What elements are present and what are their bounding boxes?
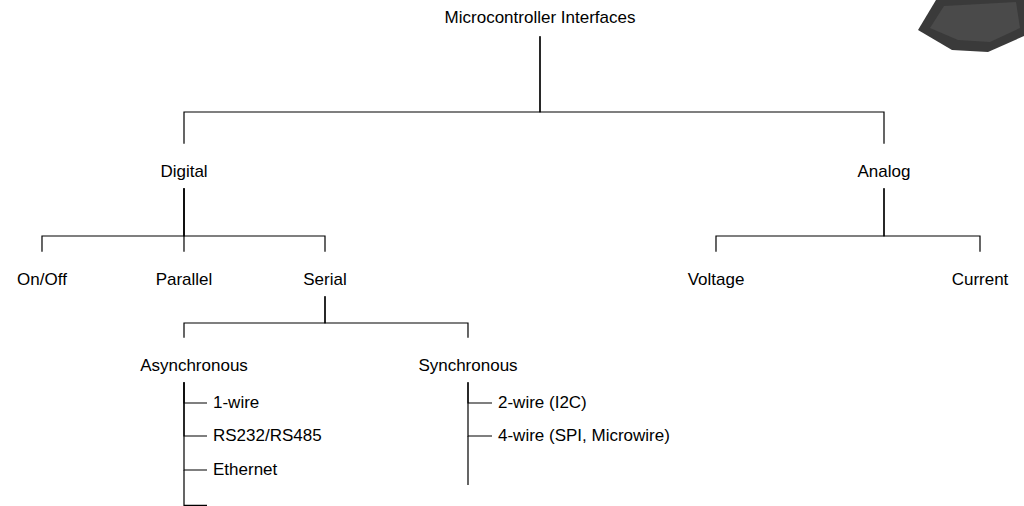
tree-line-stub [184, 436, 468, 506]
tree-node: Current [948, 252, 1013, 296]
node-label: Current [952, 270, 1009, 290]
tree-connector [325, 296, 468, 338]
chip-illustration [918, 0, 1024, 52]
tree-node: Serial [299, 252, 350, 296]
node-label: Analog [858, 162, 911, 182]
node-label: Serial [303, 270, 346, 290]
tree-node: Synchronous [414, 338, 521, 382]
tree-connector [184, 188, 325, 252]
tree-connector [884, 188, 980, 252]
tree-node: 2-wire (I2C) [492, 391, 591, 415]
tree-connector [184, 36, 540, 144]
node-label: 1-wire [213, 393, 259, 413]
node-label: Parallel [156, 270, 213, 290]
tree-node: Asynchronous [136, 338, 252, 382]
tree-connector [468, 382, 492, 403]
node-label: Digital [160, 162, 207, 182]
node-label: On/Off [17, 270, 67, 290]
node-label: Microcontroller Interfaces [445, 8, 636, 28]
tree-node: 4-wire (SPI, Microwire) [492, 424, 674, 448]
node-label: Voltage [688, 270, 745, 290]
node-label: Asynchronous [140, 356, 248, 376]
node-label: 4-wire (SPI, Microwire) [498, 426, 670, 446]
tree-node: 1-wire [207, 391, 263, 415]
node-label: Ethernet [213, 460, 277, 480]
tree-node: Parallel [152, 252, 217, 296]
chip-body [918, 0, 1024, 52]
tree-connector [184, 296, 325, 338]
node-label: Synchronous [418, 356, 517, 376]
chip-highlight [930, 2, 1020, 42]
tree-node: Analog [854, 144, 915, 188]
tree-connector [184, 382, 207, 403]
tree-connector [716, 188, 884, 252]
tree-connector [468, 382, 492, 436]
tree-connector [184, 382, 207, 470]
tree-node: Digital [156, 144, 211, 188]
node-label: RS232/RS485 [213, 426, 322, 446]
node-label: 2-wire (I2C) [498, 393, 587, 413]
tree-node: Voltage [684, 252, 749, 296]
root-node: Microcontroller Interfaces [441, 6, 640, 36]
tree-node: Ethernet [207, 458, 281, 482]
tree-node: On/Off [13, 252, 71, 296]
tree-node: RS232/RS485 [207, 424, 326, 448]
tree-connector [42, 188, 184, 252]
tree-connector [540, 36, 884, 144]
tree-connector [184, 382, 207, 436]
